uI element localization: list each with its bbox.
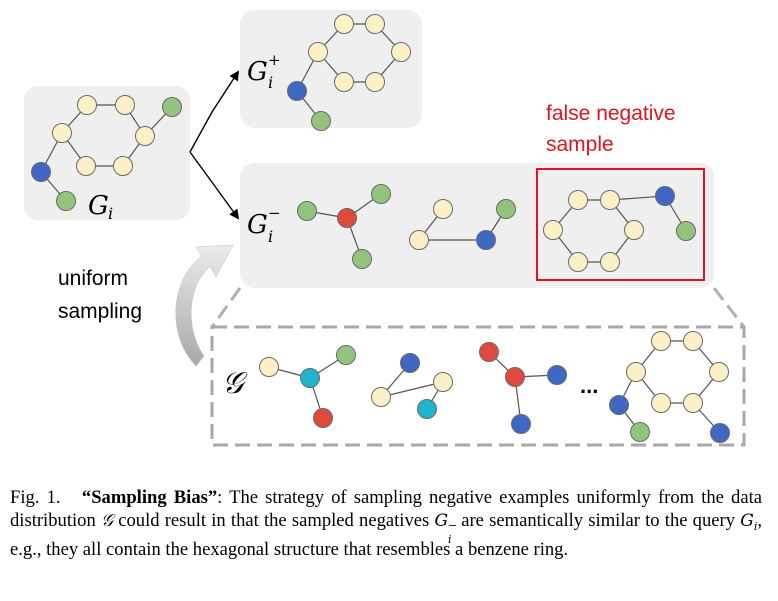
graph-node — [676, 221, 696, 241]
graph-node — [400, 353, 420, 373]
graph-node — [709, 362, 729, 382]
graph-node — [391, 42, 411, 62]
svg-text:i: i — [268, 227, 273, 246]
graph-node — [135, 126, 155, 146]
graph-node — [651, 331, 671, 351]
caption-query-symbol: Gi — [740, 511, 758, 533]
graph-node — [300, 368, 320, 388]
distribution-molecule-3 — [479, 342, 567, 434]
graph-node — [511, 414, 531, 434]
graph-edge — [380, 381, 444, 398]
arrow-to-negative — [189, 151, 240, 220]
negative-molecule-chain — [409, 199, 516, 250]
graph-node — [365, 14, 385, 34]
svg-text:i: i — [108, 204, 113, 223]
graph-node — [52, 123, 72, 143]
arrow-to-positive — [189, 70, 240, 153]
data-distribution-label: 𝒢 — [222, 366, 248, 401]
graph-node — [547, 365, 567, 385]
graph-node — [76, 156, 96, 176]
positive-sample-panel — [240, 10, 422, 128]
uniform-sampling-label-line1: uniform — [58, 267, 128, 290]
negative-sample-label: G − i — [247, 204, 281, 246]
svg-text:G: G — [88, 191, 109, 221]
graph-node — [496, 199, 516, 219]
false-negative-highlight-box — [536, 168, 705, 281]
graph-node — [417, 399, 437, 419]
ellipsis: ... — [580, 373, 598, 398]
query-molecule — [31, 95, 182, 211]
zoom-line-right — [712, 287, 746, 328]
zoom-line-left — [210, 287, 242, 328]
graph-node — [259, 357, 279, 377]
caption-fig-label: Fig. 1. — [10, 487, 61, 508]
positive-molecule — [287, 14, 411, 131]
false-negative-label-line1: false negative — [546, 102, 676, 125]
distribution-molecule-2 — [371, 353, 453, 419]
graph-node — [543, 220, 563, 240]
graph-node — [77, 95, 97, 115]
graph-node — [568, 252, 588, 272]
graph-node — [600, 190, 620, 210]
graph-node — [287, 81, 307, 101]
graph-node — [337, 208, 357, 228]
query-graph-panel — [24, 86, 190, 220]
positive-sample-label: G + i — [247, 51, 281, 92]
molecule-graphs — [31, 14, 730, 443]
graph-node — [371, 184, 391, 204]
caption-negative-symbol: G−i — [434, 511, 458, 546]
distribution-molecule-1 — [259, 345, 356, 428]
false-negative-label-line2: sample — [546, 133, 614, 156]
graph-node — [624, 220, 644, 240]
svg-text:i: i — [268, 73, 273, 92]
uniform-sampling-arrow — [175, 244, 234, 367]
false-negative-molecule — [543, 186, 696, 272]
svg-text:+: + — [268, 51, 281, 69]
graph-node — [600, 252, 620, 272]
distribution-molecule-4 — [609, 331, 730, 443]
graph-node — [336, 345, 356, 365]
graph-node — [710, 423, 730, 443]
negative-molecule-star — [297, 184, 391, 269]
graph-node — [609, 395, 629, 415]
data-distribution-box — [210, 325, 746, 447]
graph-node — [365, 72, 385, 92]
graph-node — [655, 186, 675, 206]
graph-node — [115, 95, 135, 115]
svg-text:−: − — [268, 204, 281, 222]
graph-node — [334, 72, 354, 92]
graph-node — [568, 190, 588, 210]
graph-node — [311, 111, 331, 131]
graph-node — [297, 201, 317, 221]
uniform-sampling-label-line2: sampling — [58, 300, 142, 323]
graph-node — [162, 97, 182, 117]
graph-node — [31, 162, 51, 182]
graph-node — [626, 362, 646, 382]
graph-node — [409, 230, 429, 250]
graph-node — [433, 199, 453, 219]
caption-title: “Sampling Bias” — [81, 487, 218, 508]
graph-node — [683, 331, 703, 351]
graph-node — [113, 156, 133, 176]
graph-node — [505, 367, 525, 387]
svg-text:G: G — [247, 57, 268, 87]
graph-node — [476, 230, 496, 250]
graph-node — [630, 422, 650, 442]
svg-text:G: G — [247, 210, 268, 240]
graph-node — [308, 42, 328, 62]
graph-node — [56, 191, 76, 211]
graph-node — [433, 372, 453, 392]
graph-node — [479, 342, 499, 362]
sampling-bias-figure: G i G + i G − i 𝒢 false negative sample … — [24, 10, 746, 447]
caption-distribution-symbol: 𝒢 — [100, 511, 114, 531]
graph-node — [651, 393, 671, 413]
query-graph-label: G i — [88, 191, 113, 223]
graph-node — [334, 14, 354, 34]
graph-node — [352, 249, 372, 269]
graph-node — [371, 387, 391, 407]
graph-node — [683, 393, 703, 413]
figure-caption: Fig. 1. “Sampling Bias”: The strategy of… — [10, 487, 763, 560]
graph-node — [313, 408, 333, 428]
